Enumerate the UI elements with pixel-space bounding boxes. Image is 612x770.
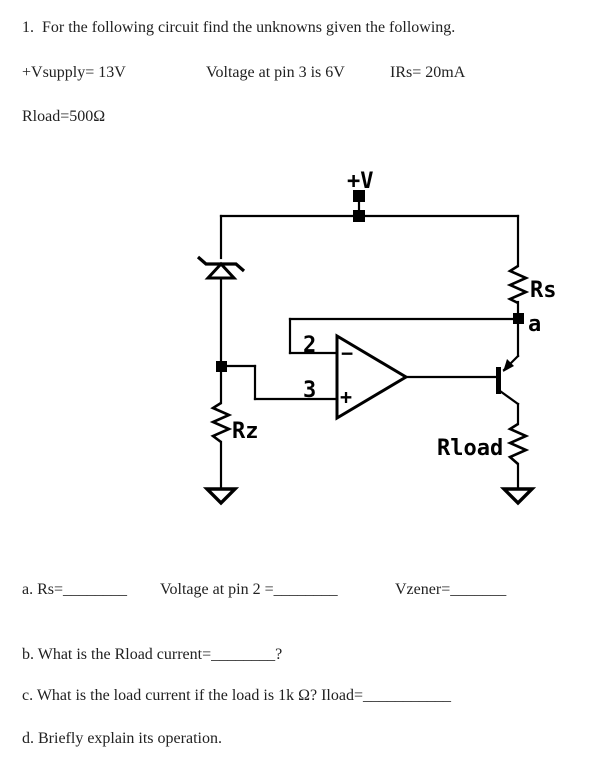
- transistor-collector-lead: [498, 389, 520, 406]
- rs-resistor: [506, 264, 530, 305]
- opamp-noninverting-input-sign: +: [340, 385, 352, 409]
- rload-label: Rload: [437, 436, 503, 461]
- question-a-rs-blank: a. Rs=________: [22, 581, 128, 598]
- given-rload: Rload=500Ω: [22, 108, 106, 125]
- rz-resistor: [209, 401, 233, 444]
- question-c: c. What is the load current if the load …: [22, 687, 451, 704]
- rload-resistor: [506, 422, 530, 465]
- node-a-label: a: [528, 312, 541, 337]
- given-pin3-voltage: Voltage at pin 3 is 6V: [206, 64, 345, 81]
- given-vsupply: +Vsupply= 13V: [22, 64, 126, 81]
- opamp-triangle: [335, 333, 409, 421]
- question-b: b. What is the Rload current=________?: [22, 646, 283, 663]
- problem-title: 1. For the following circuit find the un…: [22, 19, 456, 36]
- transistor-base-bar: [496, 367, 501, 394]
- supply-terminal-square: [353, 190, 365, 202]
- question-a-pin2-blank: Voltage at pin 2 =________: [160, 581, 338, 598]
- pin2-label: 2: [303, 333, 316, 358]
- zener-diode-triangle: [204, 261, 238, 280]
- rz-ground-symbol: [202, 487, 240, 506]
- rs-label: Rs: [530, 278, 557, 303]
- rz-label: Rz: [232, 419, 259, 444]
- supply-label: +V: [347, 169, 374, 194]
- transistor-emitter-arrow: [503, 359, 514, 372]
- question-a-vzener-blank: Vzener=_______: [395, 581, 507, 598]
- rload-ground-symbol: [499, 487, 537, 506]
- pin3-label: 3: [303, 378, 316, 403]
- node-a-dot: [513, 313, 524, 324]
- opamp-inverting-input-sign: −: [341, 341, 353, 365]
- given-irs: IRs= 20mA: [390, 64, 466, 81]
- question-d: d. Briefly explain its operation.: [22, 730, 222, 747]
